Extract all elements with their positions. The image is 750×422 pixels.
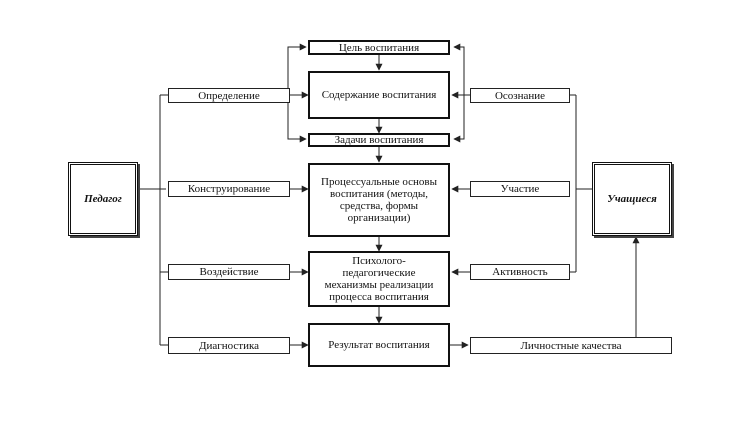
- goal-box: Цель воспитания: [308, 40, 450, 55]
- content-label: Содержание воспитания: [321, 89, 437, 101]
- arrow-qualities-students: [632, 236, 672, 346]
- result-label: Результат воспитания: [328, 339, 430, 351]
- qualities-label: Личностные качества: [520, 339, 622, 352]
- awareness-box: Осознание: [470, 88, 570, 103]
- activity-label: Активность: [492, 266, 548, 278]
- foundations-label: Процессуальные основы воспитания (методы…: [321, 176, 437, 224]
- mechanisms-box: Психолого-педагогические механизмы реали…: [308, 251, 450, 307]
- awareness-label: Осознание: [494, 89, 546, 102]
- influence-box: Воздействие: [168, 264, 290, 280]
- arrow-definition-goal: [287, 43, 307, 95]
- mechanisms-label: Психолого-педагогические механизмы реали…: [324, 255, 434, 303]
- arrow-definition-tasks: [287, 95, 307, 143]
- students-label: Учащиеся: [607, 193, 657, 205]
- participation-box: Участие: [470, 181, 570, 197]
- teacher-label: Педагог: [84, 193, 122, 205]
- diagnostics-box: Диагностика: [168, 337, 290, 354]
- result-box: Результат воспитания: [308, 323, 450, 367]
- teacher-box: Педагог: [68, 162, 138, 236]
- definition-label: Определение: [198, 89, 260, 102]
- qualities-box: Личностные качества: [470, 337, 672, 354]
- arrow-awareness-tasks: [453, 95, 465, 143]
- tasks-label: Задачи воспитания: [334, 134, 424, 146]
- foundations-box: Процессуальные основы воспитания (методы…: [308, 163, 450, 237]
- content-box: Содержание воспитания: [308, 71, 450, 119]
- students-box: Учащиеся: [592, 162, 672, 236]
- activity-box: Активность: [470, 264, 570, 280]
- definition-box: Определение: [168, 88, 290, 103]
- construction-box: Конструирование: [168, 181, 290, 197]
- participation-label: Участие: [500, 183, 540, 195]
- construction-label: Конструирование: [187, 183, 271, 195]
- arrow-awareness-goal: [453, 43, 465, 95]
- diagnostics-label: Диагностика: [198, 339, 260, 352]
- influence-label: Воздействие: [199, 266, 259, 278]
- goal-label: Цель воспитания: [338, 41, 420, 54]
- tasks-box: Задачи воспитания: [308, 133, 450, 147]
